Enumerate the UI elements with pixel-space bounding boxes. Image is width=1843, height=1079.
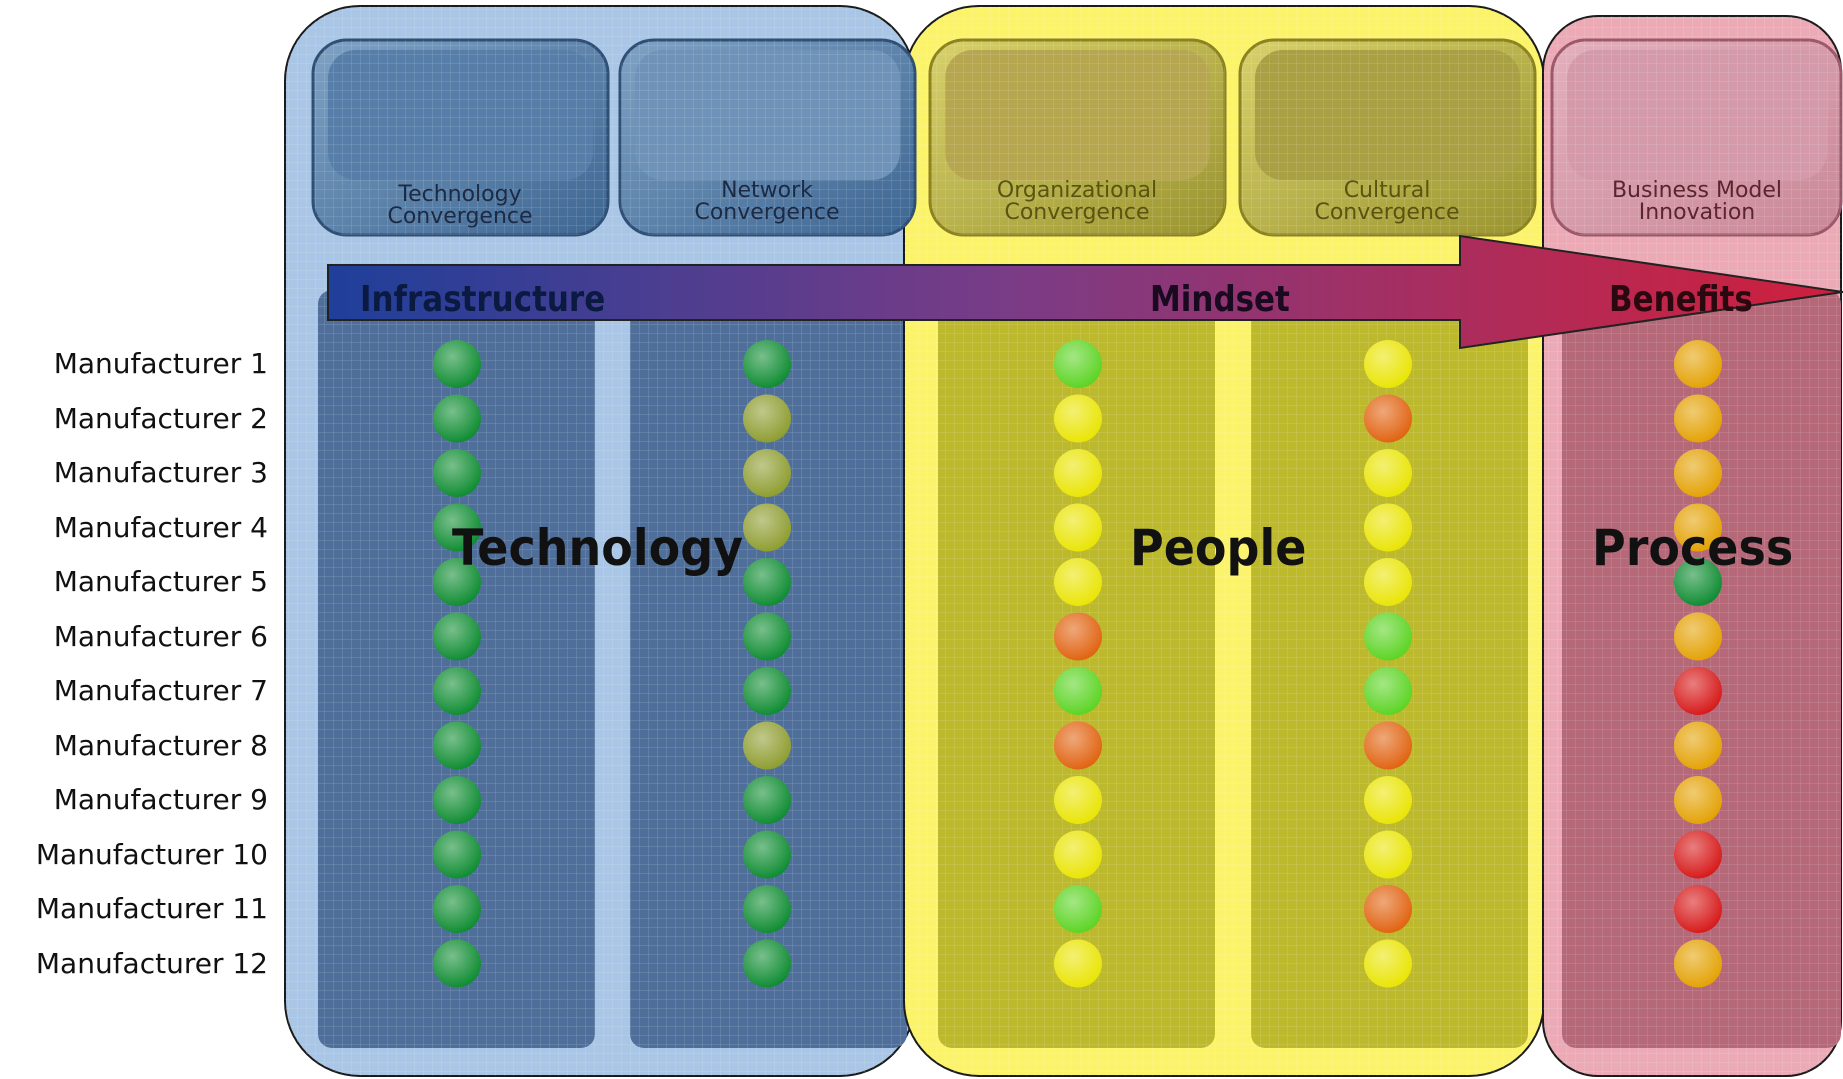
rating-dot-shine [743, 340, 791, 388]
rating-dot-shine [1674, 612, 1722, 661]
rating-dot-shine [1364, 558, 1412, 606]
rating-dot-shine [1364, 667, 1412, 715]
rating-dot-shine [1674, 340, 1722, 388]
row-label: Manufacturer 9 [53, 783, 268, 816]
rating-dot-shine [1054, 939, 1102, 988]
rating-dot-shine [1674, 394, 1722, 443]
arrow-label-benefits: Benefits [1609, 279, 1753, 320]
rating-dot-shine [1054, 612, 1102, 661]
arrow-label-mindset: Mindset [1150, 279, 1290, 320]
rating-dot-shine [433, 340, 481, 388]
rating-dot-shine [1674, 558, 1722, 606]
rating-dot-shine [743, 721, 791, 770]
rating-dot-shine [1364, 721, 1412, 770]
row-label: Manufacturer 1 [53, 347, 268, 380]
row-label: Manufacturer 6 [53, 619, 268, 653]
group-label-technology: Technology [452, 519, 744, 577]
rating-dot-shine [1674, 503, 1722, 552]
rating-dot-shine [433, 776, 481, 824]
rating-dot-shine [743, 503, 791, 552]
rating-dot-shine [743, 776, 791, 824]
rating-dot-shine [433, 558, 481, 606]
rating-dot-shine [433, 394, 481, 443]
row-label: Manufacturer 11 [35, 892, 268, 925]
arrow-label-infrastructure: Infrastructure [360, 279, 606, 320]
rating-dot-shine [743, 394, 791, 443]
row-label: Manufacturer 4 [53, 510, 268, 544]
rating-dot-shine [1364, 776, 1412, 824]
progress-arrow [327, 234, 1843, 350]
group-label-people: People [1130, 519, 1307, 577]
rating-dot-shine [1054, 667, 1102, 715]
row-label: Manufacturer 8 [53, 728, 268, 762]
rating-dot-shine [1364, 340, 1412, 388]
rating-dot-shine [1364, 885, 1412, 933]
rating-dot-shine [1054, 558, 1102, 606]
rating-dot-shine [1364, 830, 1412, 879]
rating-dot-shine [433, 939, 481, 988]
rating-dot-shine [743, 830, 791, 879]
rating-dot-shine [1364, 612, 1412, 661]
row-label: Manufacturer 2 [53, 401, 268, 435]
rating-dot-shine [1054, 721, 1102, 770]
rating-dot-shine [433, 885, 481, 933]
rating-dot-shine [1054, 340, 1102, 388]
rating-dot-shine [433, 612, 481, 661]
rating-dot-shine [1674, 667, 1722, 715]
rating-dot-shine [743, 558, 791, 606]
rating-dot-shine [1054, 503, 1102, 552]
column-headers [311, 38, 1843, 237]
rating-dot-shine [1054, 885, 1102, 933]
rating-dot-shine [1364, 503, 1412, 552]
rating-dot-shine [433, 503, 481, 552]
rating-dot-shine [1054, 394, 1102, 443]
row-label: Manufacturer 5 [53, 565, 268, 598]
rating-dot-shine [1364, 939, 1412, 988]
row-label: Manufacturer 3 [53, 456, 268, 489]
rating-dots [433, 340, 1722, 988]
rating-dot-shine [1674, 776, 1722, 824]
rating-dot-shine [1674, 830, 1722, 879]
rating-dot-shine [743, 885, 791, 933]
rating-dot-shine [1674, 449, 1722, 497]
rating-dot-shine [433, 830, 481, 879]
rating-dot-shine [1054, 776, 1102, 824]
rating-dot-shine [433, 721, 481, 770]
rating-dot-shine [1674, 721, 1722, 770]
rating-dot-shine [743, 939, 791, 988]
row-label: Manufacturer 10 [35, 837, 268, 871]
rating-dot-shine [433, 449, 481, 497]
rating-dot-shine [1674, 939, 1722, 988]
rating-dot-shine [1364, 394, 1412, 443]
group-label-process: Process [1592, 519, 1794, 577]
rating-dot-shine [743, 612, 791, 661]
rating-dot-shine [1364, 449, 1412, 497]
rating-dot-shine [743, 449, 791, 497]
rating-dot-shine [743, 667, 791, 715]
row-label: Manufacturer 12 [35, 946, 268, 980]
rating-dot-shine [1054, 830, 1102, 879]
row-label: Manufacturer 7 [53, 674, 268, 707]
rating-dot-shine [1054, 449, 1102, 497]
rating-dot-shine [1674, 885, 1722, 933]
rating-dot-shine [433, 667, 481, 715]
